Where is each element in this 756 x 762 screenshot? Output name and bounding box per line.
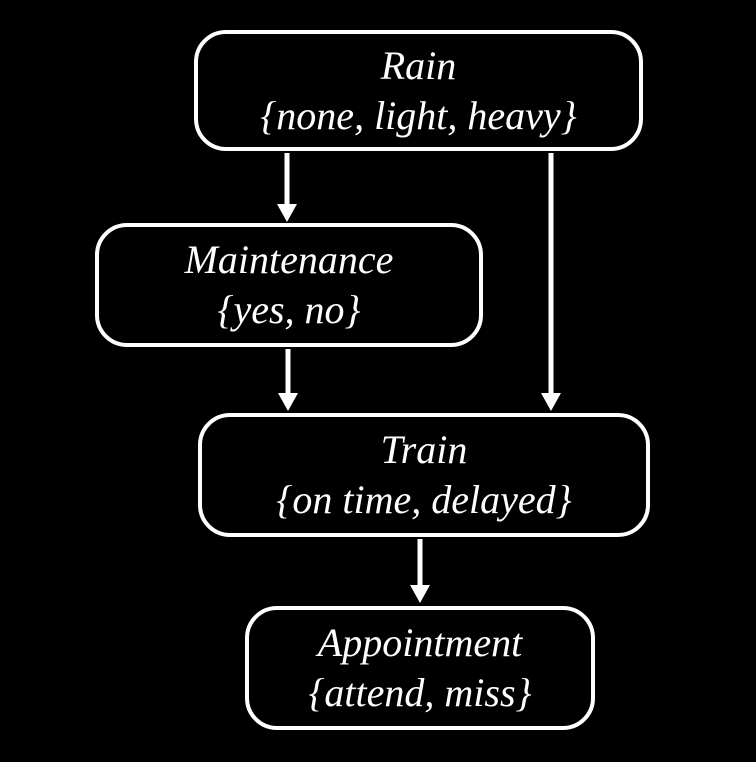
node-appointment: Appointment {attend, miss} [245,606,595,730]
node-appointment-label: Appointment [317,620,523,665]
edge-maintenance-to-train [278,349,298,411]
node-train-label: Train [380,427,468,472]
node-rain: Rain {none, light, heavy} [194,30,643,151]
node-maintenance-values: {yes, no} [217,287,361,332]
node-appointment-values: {attend, miss} [308,670,532,715]
edge-train-to-appointment [410,539,430,603]
node-maintenance: Maintenance {yes, no} [95,223,483,347]
node-rain-label: Rain [380,42,457,88]
node-train-values: {on time, delayed} [276,477,572,522]
edge-rain-to-train [541,153,561,411]
node-maintenance-label: Maintenance [184,237,394,282]
node-train: Train {on time, delayed} [198,413,650,537]
node-rain-values: {none, light, heavy} [260,92,577,138]
edge-rain-to-maintenance [277,153,297,222]
